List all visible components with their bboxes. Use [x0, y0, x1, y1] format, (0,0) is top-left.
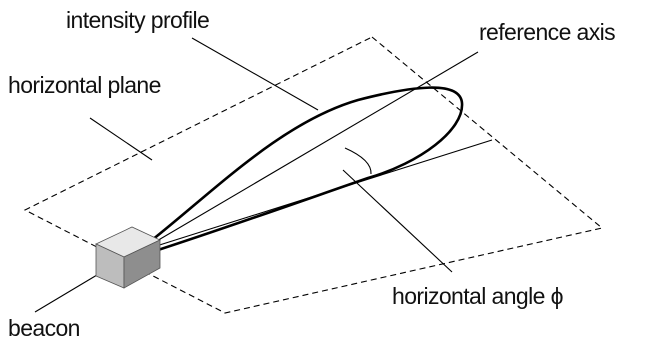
horizontal-direction-line	[149, 139, 493, 249]
beacon-label: beacon	[8, 315, 80, 341]
horizontal-angle-leader	[342, 169, 453, 273]
horizontal-angle-label: horizontal angle ϕ	[392, 283, 563, 309]
intensity-profile-leader	[191, 37, 319, 111]
beacon-cube	[95, 226, 161, 289]
beacon-leader	[34, 271, 103, 313]
horizontal-plane-label: horizontal plane	[8, 72, 161, 98]
horizontal-plane-leader	[89, 117, 153, 161]
beacon-cube-side	[123, 239, 161, 289]
horizontal-angle-arc	[344, 147, 372, 175]
reference-axis-line	[149, 51, 479, 246]
intensity-profile-label: intensity profile	[66, 7, 209, 33]
horizontal-plane-outline	[23, 36, 604, 314]
reference-axis-label: reference axis	[479, 19, 615, 45]
intensity-profile-lobe	[151, 86, 464, 254]
